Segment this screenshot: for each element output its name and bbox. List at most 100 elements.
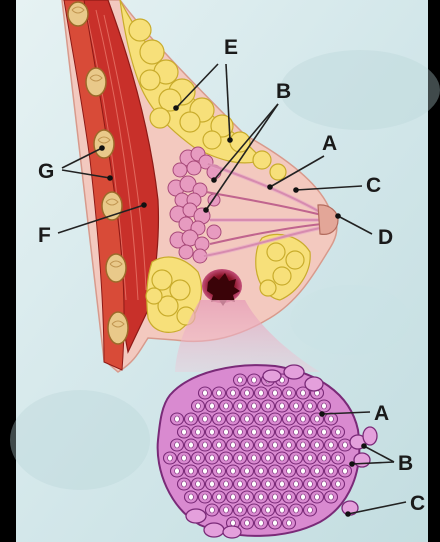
cell-nucleus — [308, 481, 313, 487]
cell-nucleus — [224, 429, 229, 435]
cell-nucleus — [280, 507, 285, 513]
cell-nucleus — [301, 442, 306, 448]
cell-nucleus — [322, 455, 327, 461]
cell-nucleus — [252, 377, 257, 383]
cell-nucleus — [294, 455, 299, 461]
cell-nucleus — [196, 429, 201, 435]
cell-nucleus — [280, 481, 285, 487]
cell-nucleus — [343, 468, 348, 474]
cell-nucleus — [308, 429, 313, 435]
cell-nucleus — [252, 429, 257, 435]
cell-nucleus — [189, 468, 194, 474]
cell-nucleus — [294, 429, 299, 435]
cell-nucleus — [287, 520, 292, 526]
cell-nucleus — [224, 403, 229, 409]
cell-nucleus — [231, 520, 236, 526]
label-b-lobules: B — [276, 80, 291, 103]
cell-nucleus — [308, 455, 313, 461]
cell-nucleus — [273, 520, 278, 526]
cell-nucleus — [245, 520, 250, 526]
cell-nucleus — [280, 455, 285, 461]
cell-nucleus — [329, 494, 334, 500]
cell-nucleus — [273, 416, 278, 422]
cell-nucleus — [287, 442, 292, 448]
cell-nucleus — [315, 442, 320, 448]
label-e-fatty-tissue: E — [224, 36, 238, 59]
cell-nucleus — [217, 416, 222, 422]
cell-nucleus — [175, 442, 180, 448]
cell-nucleus — [280, 403, 285, 409]
cell-nucleus — [273, 442, 278, 448]
cell-nucleus — [231, 390, 236, 396]
cell-nucleus — [245, 468, 250, 474]
cell-nucleus — [252, 507, 257, 513]
cell-nucleus — [196, 455, 201, 461]
cell-nucleus — [301, 416, 306, 422]
cell-nucleus — [203, 390, 208, 396]
cell-nucleus — [245, 494, 250, 500]
cell-nucleus — [280, 429, 285, 435]
cell-nucleus — [301, 468, 306, 474]
cell-nucleus — [266, 429, 271, 435]
cell-nucleus — [238, 429, 243, 435]
label-g-ribs: G — [38, 160, 54, 183]
cell-nucleus — [322, 403, 327, 409]
cell-nucleus — [287, 416, 292, 422]
cell-nucleus — [308, 507, 313, 513]
cell-nucleus — [259, 468, 264, 474]
cell-nucleus — [294, 507, 299, 513]
cell-nucleus — [238, 403, 243, 409]
label-a-ducts: A — [322, 132, 337, 155]
cell-nucleus — [245, 442, 250, 448]
cell-nucleus — [210, 481, 215, 487]
label-c-cluster: C — [410, 492, 425, 515]
cell-nucleus — [189, 442, 194, 448]
cell-nucleus — [210, 507, 215, 513]
cell-nucleus — [231, 416, 236, 422]
cell-nucleus — [175, 416, 180, 422]
cell-nucleus — [287, 390, 292, 396]
cell-nucleus — [217, 390, 222, 396]
label-c-duct-opening: C — [366, 174, 381, 197]
cell-nucleus — [245, 416, 250, 422]
cell-nucleus — [336, 455, 341, 461]
cell-nucleus — [259, 416, 264, 422]
label-f-muscle: F — [38, 224, 51, 247]
cell-nucleus — [182, 429, 187, 435]
cell-nucleus — [231, 468, 236, 474]
cell-nucleus — [189, 416, 194, 422]
cell-nucleus — [210, 429, 215, 435]
cell-nucleus — [210, 403, 215, 409]
cell-nucleus — [259, 520, 264, 526]
cell-nucleus — [210, 455, 215, 461]
cell-nucleus — [231, 494, 236, 500]
cell-nucleus — [336, 481, 341, 487]
cell-nucleus — [252, 403, 257, 409]
cell-nucleus — [287, 468, 292, 474]
cell-nucleus — [224, 455, 229, 461]
cell-nucleus — [343, 442, 348, 448]
cell-nucleus — [259, 442, 264, 448]
cell-nucleus — [301, 390, 306, 396]
cell-nucleus — [217, 442, 222, 448]
cell-nucleus — [182, 455, 187, 461]
label-b-cluster: B — [398, 452, 413, 475]
cell-nucleus — [252, 481, 257, 487]
cell-nucleus — [238, 481, 243, 487]
cell-nucleus — [315, 416, 320, 422]
cell-nucleus — [315, 468, 320, 474]
cell-nucleus — [301, 494, 306, 500]
cell-nucleus — [273, 468, 278, 474]
cell-nucleus — [238, 507, 243, 513]
cell-nucleus — [336, 429, 341, 435]
cell-nucleus — [252, 455, 257, 461]
cell-nucleus — [217, 468, 222, 474]
cell-nucleus — [259, 390, 264, 396]
cell-nucleus — [203, 442, 208, 448]
cell-nucleus — [224, 481, 229, 487]
cell-nucleus — [168, 455, 173, 461]
label-a-cluster: A — [374, 402, 389, 425]
cell-nucleus — [203, 468, 208, 474]
cell-nucleus — [266, 507, 271, 513]
